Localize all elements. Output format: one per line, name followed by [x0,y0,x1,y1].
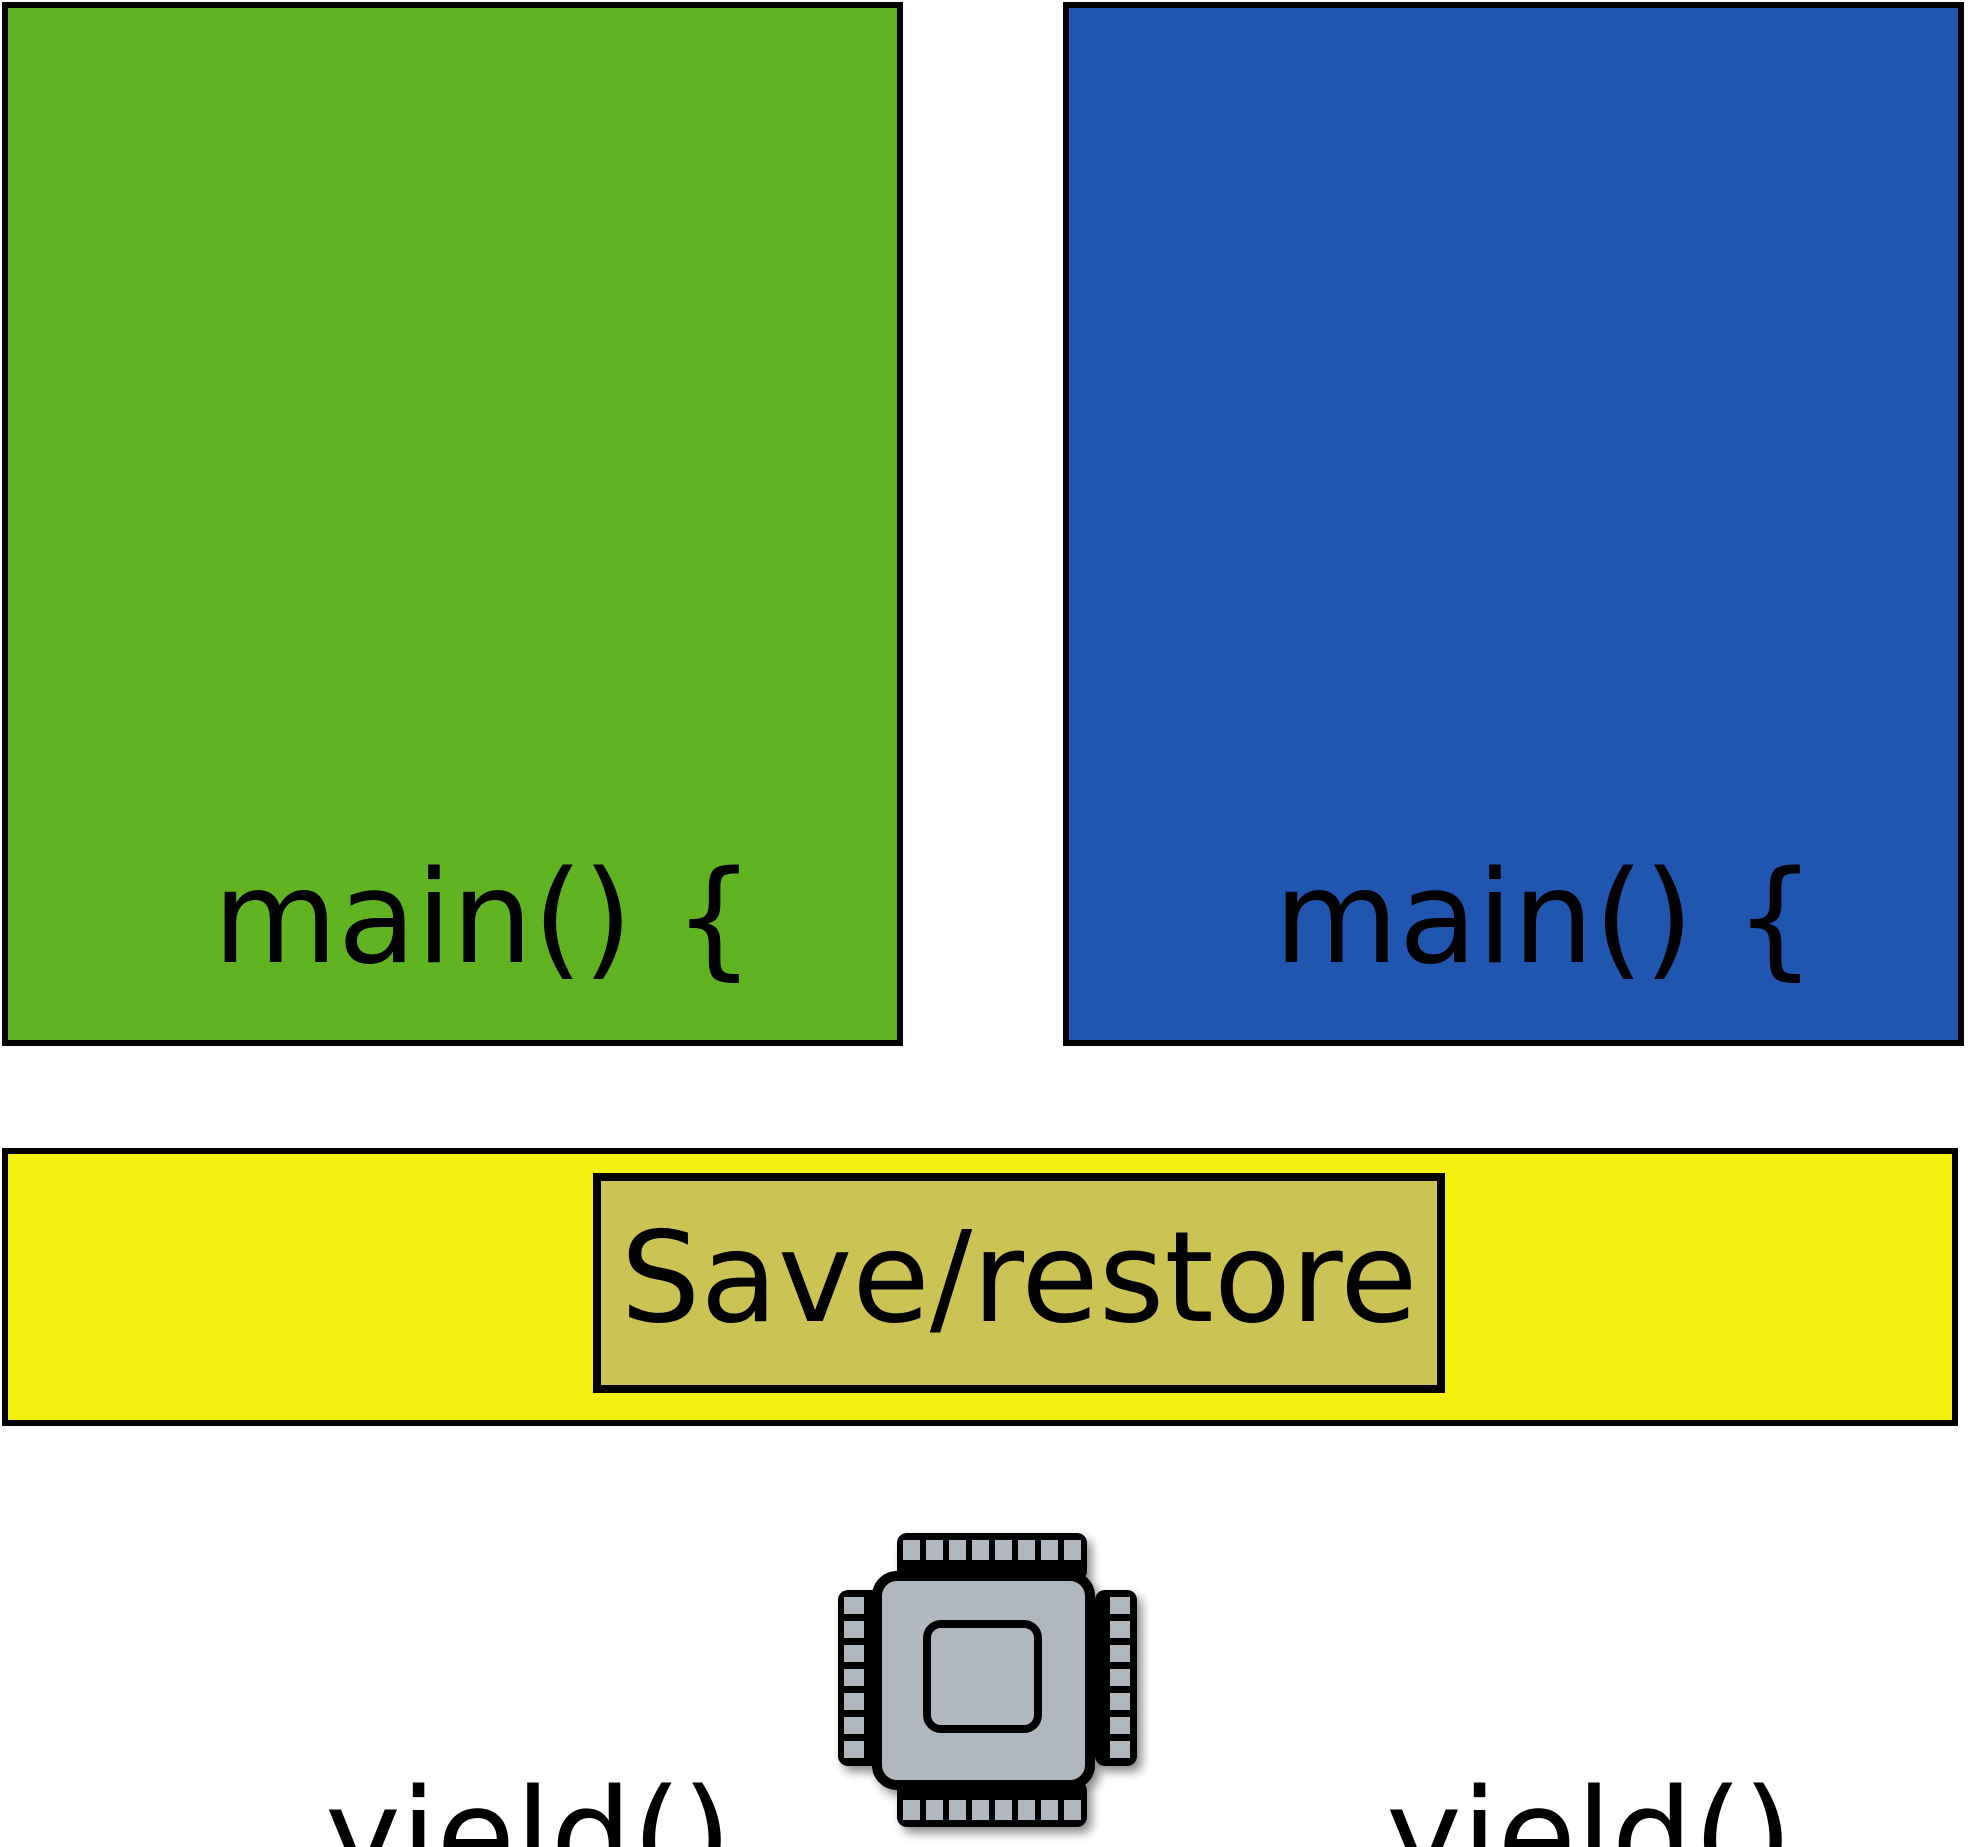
blue-program-box: main() { ... yield() } [1063,2,1964,1847]
cpu-pins-top [903,1540,1081,1560]
cpu-pins-left [844,1597,864,1758]
cpu-pins-right [1110,1597,1130,1758]
cpu-chip-icon [837,1533,1137,1833]
cpu-chip-svg [838,1533,1137,1827]
cpu-pins-bottom [903,1800,1081,1820]
green-program-box: main() { ... yield() } [2,2,903,1847]
green-program-code: main() { ... yield() } [8,314,897,1847]
save-restore-label: Save/restore [620,1204,1418,1351]
runtime-layer-bar: Save/restore [2,1148,1958,1426]
blue-program-code: main() { ... yield() } [1069,314,1958,1847]
save-restore-box: Save/restore [593,1173,1445,1393]
code-line-main-open: main() { [1274,844,1816,993]
code-line-yield: yield() [1386,1762,1793,1847]
code-line-main-open: main() { [213,844,755,993]
cpu-inner-die [923,1620,1042,1733]
code-line-yield: yield() [325,1762,732,1847]
